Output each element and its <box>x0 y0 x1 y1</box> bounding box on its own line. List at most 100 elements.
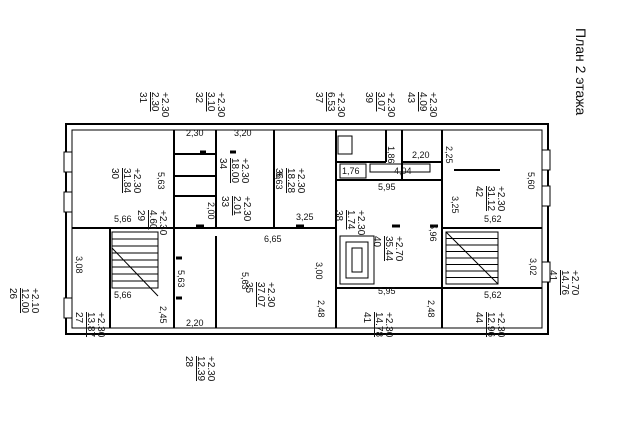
stair-right <box>445 231 499 285</box>
room-number: 31 <box>137 92 148 104</box>
stair-center <box>339 235 375 285</box>
room-area: 14.78 <box>373 312 384 337</box>
room-level: +2.30 <box>495 186 506 212</box>
room-number: 34 <box>217 158 228 170</box>
room-level: +2.10 <box>29 288 40 314</box>
room-number: 38 <box>333 210 344 222</box>
dimension-label: 5,95 <box>378 286 396 296</box>
room-area: 3.10 <box>205 92 216 112</box>
room-number: 32 <box>193 92 204 104</box>
plan-title: План 2 этажа <box>573 28 589 116</box>
room-level: +2.70 <box>569 270 580 296</box>
room-number: 41 <box>547 270 558 282</box>
room-area: 35.44 <box>383 236 394 261</box>
dimension-label: 5,63 <box>240 272 250 290</box>
room-level: +2.30 <box>427 92 438 118</box>
room-level: +2.30 <box>95 312 106 338</box>
dimension-label: 2,00 <box>206 202 216 220</box>
dimension-label: 5,66 <box>114 290 132 300</box>
room-level: +2.30 <box>385 92 396 118</box>
room-area: 14.76 <box>559 270 570 295</box>
dimension-label: 3,25 <box>296 212 314 222</box>
room-level: +2.30 <box>215 92 226 118</box>
dimension-label: 2,30 <box>186 128 204 138</box>
room-area: 12.96 <box>485 312 496 337</box>
dimension-label: 4,04 <box>394 166 412 176</box>
dimension-label: 5,63 <box>274 172 284 190</box>
room-number: 29 <box>135 210 146 222</box>
dimension-label: 5,95 <box>378 182 396 192</box>
room-area: 37.07 <box>255 282 266 307</box>
dimension-label: 2,48 <box>316 300 326 318</box>
room-level: +2.30 <box>335 92 346 118</box>
interior-walls <box>72 130 542 328</box>
room-area: 1.74 <box>345 210 356 230</box>
room-number: 27 <box>73 312 84 324</box>
room-number: 30 <box>109 168 120 180</box>
dimension-label: 1,76 <box>342 166 360 176</box>
dimension-label: 2,20 <box>412 150 430 160</box>
dimension-label: 5,60 <box>526 172 536 190</box>
room-area: 31.84 <box>121 168 132 193</box>
room-level: +2.30 <box>241 196 252 222</box>
room-level: +2.30 <box>159 92 170 118</box>
room-number: 40 <box>371 236 382 248</box>
room-number: 36 <box>273 168 284 180</box>
room-area: 31.12 <box>485 186 496 211</box>
room-area: 12.00 <box>19 288 30 313</box>
room-number: 33 <box>219 196 230 208</box>
dimension-label: 2,45 <box>158 306 168 324</box>
room-number: 42 <box>473 186 484 198</box>
room-area: 12.39 <box>195 356 206 381</box>
room-number: 43 <box>405 92 416 104</box>
room-area: 2.30 <box>149 92 160 112</box>
dimension-label: 2,48 <box>426 300 436 318</box>
room-level: +2.30 <box>383 312 394 338</box>
room-area: 3.07 <box>375 92 386 112</box>
room-area: 4.60 <box>147 210 158 230</box>
dimension-label: 5,63 <box>156 172 166 190</box>
room-level: +2.30 <box>157 210 168 236</box>
room-area: 18.00 <box>229 158 240 183</box>
dimension-label: 3,25 <box>450 196 460 214</box>
dimension-label: 5,62 <box>484 214 502 224</box>
room-level: +2.30 <box>239 158 250 184</box>
dimension-label: 5,63 <box>176 270 186 288</box>
dimension-label: 2,20 <box>186 318 204 328</box>
room-level: +2.70 <box>393 236 404 262</box>
room-area: 4.09 <box>417 92 428 112</box>
dimension-label: 3,00 <box>314 262 324 280</box>
facade-windows <box>63 149 551 319</box>
room-area: 18.28 <box>285 168 296 193</box>
room-level: +2.30 <box>495 312 506 338</box>
room-area: 6.53 <box>325 92 336 112</box>
room-number: 26 <box>7 288 18 300</box>
door-marks <box>176 150 438 300</box>
dimension-label: 3,02 <box>528 258 538 276</box>
room-number: 28 <box>183 356 194 368</box>
room-level: +2.30 <box>355 210 366 236</box>
room-level: +2.30 <box>295 168 306 194</box>
room-area: 2.01 <box>231 196 242 216</box>
